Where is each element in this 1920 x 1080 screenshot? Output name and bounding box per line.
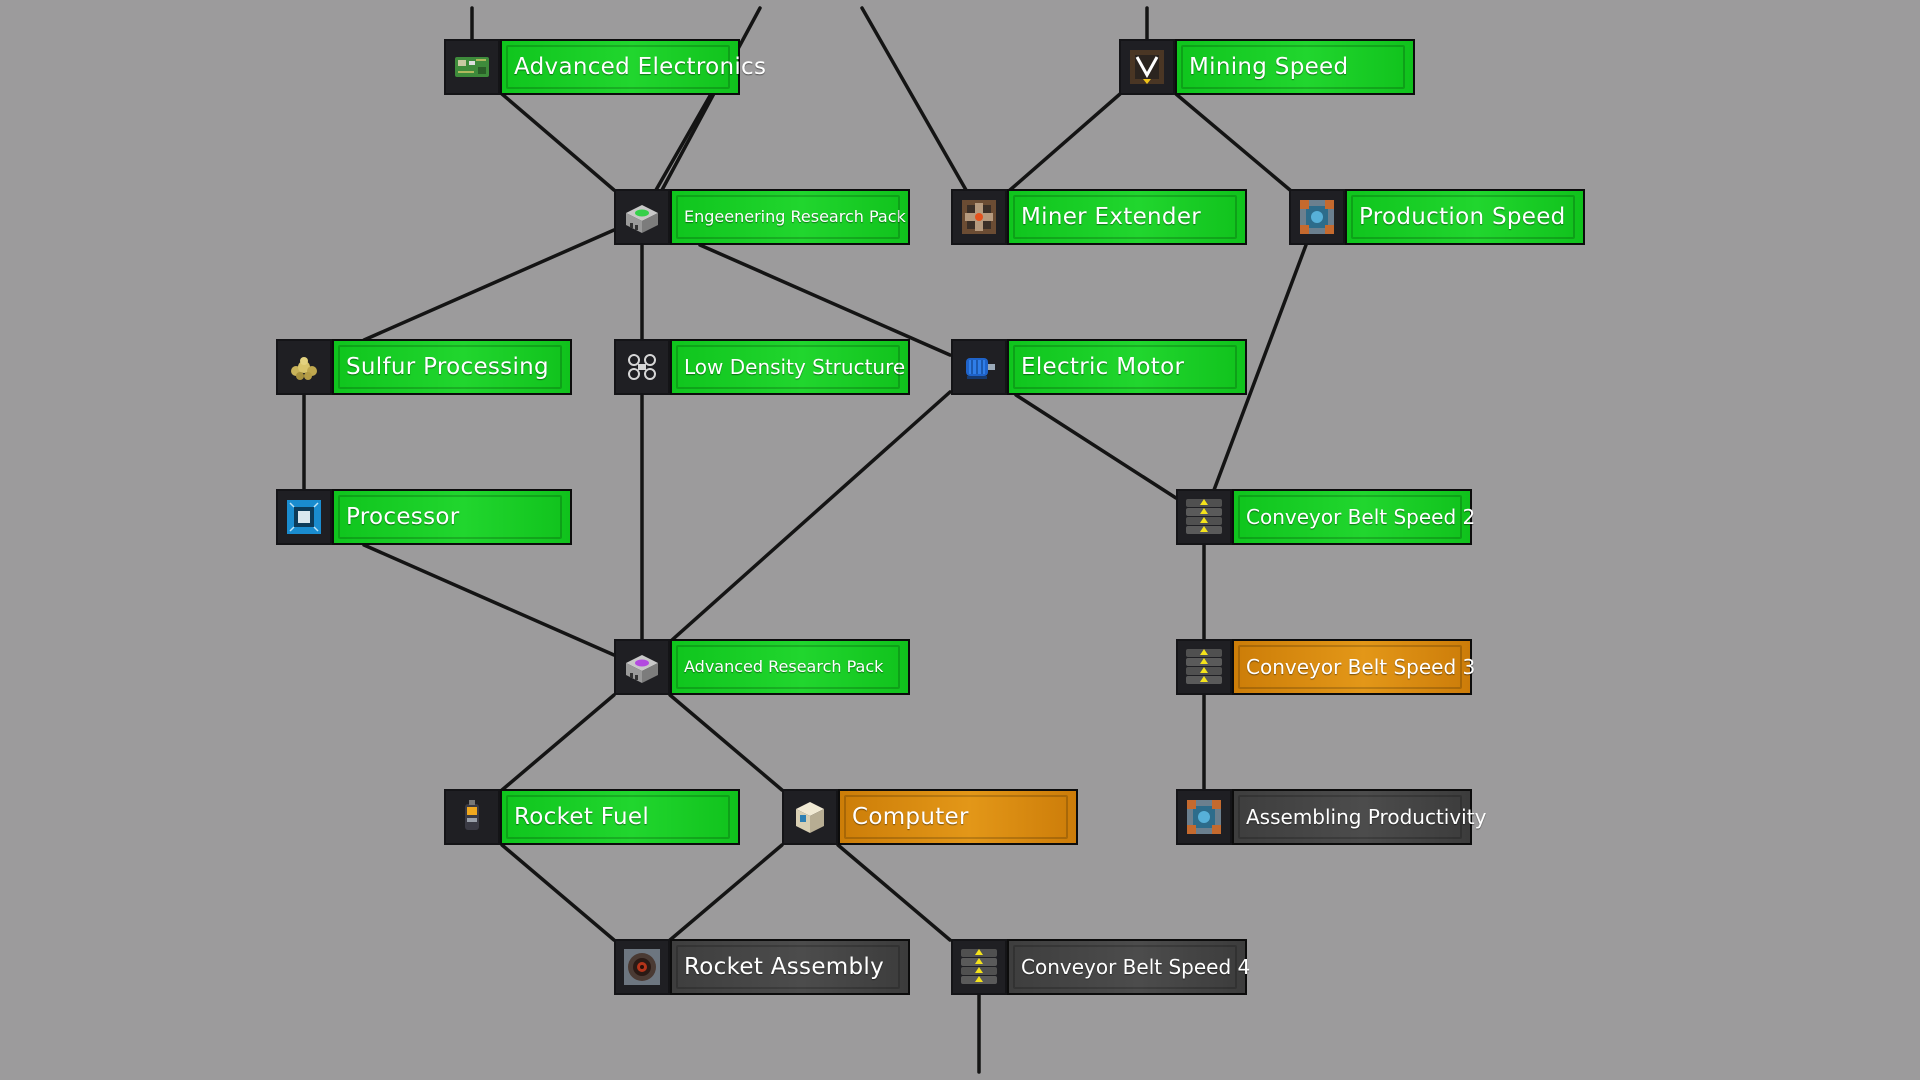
tech-label: Conveyor Belt Speed 2 — [1246, 505, 1476, 529]
tech-label: Electric Motor — [1021, 354, 1185, 380]
tech-label: Engeenering Research Pack — [684, 207, 906, 226]
computer-icon — [782, 789, 838, 845]
tech-node-rocket-assembly[interactable]: Rocket Assembly — [614, 939, 910, 995]
edge-production-speed-belt-2 — [1212, 243, 1308, 492]
rocket-engine-icon — [614, 939, 670, 995]
tech-label: Sulfur Processing — [346, 354, 549, 380]
tech-label: Rocket Fuel — [514, 804, 650, 830]
edge-electric-motor-belt-2 — [1014, 393, 1178, 500]
edge-adv-pack-computer — [668, 693, 784, 792]
tech-label: Computer — [852, 804, 969, 830]
tech-label: Assembling Productivity — [1246, 805, 1487, 829]
tech-node-miner-extender[interactable]: Miner Extender — [951, 189, 1247, 245]
electric-motor-icon — [951, 339, 1007, 395]
research-pack-purple-icon — [614, 639, 670, 695]
edge-offscreen-miner-extender — [860, 6, 968, 192]
edge-mining-speed-production-speed — [1174, 92, 1292, 192]
tech-node-computer[interactable]: Computer — [782, 789, 1078, 845]
edge-mining-speed-miner-extender — [1008, 92, 1122, 192]
conveyor-belt-icon — [1176, 489, 1232, 545]
conveyor-belt-icon — [1176, 639, 1232, 695]
tech-label: Miner Extender — [1021, 204, 1202, 230]
tech-label: Rocket Assembly — [684, 954, 884, 980]
tech-label: Conveyor Belt Speed 3 — [1246, 655, 1476, 679]
edge-computer-belt-4 — [836, 843, 952, 942]
tech-label: Processor — [346, 504, 460, 530]
edge-processor-adv-pack — [362, 543, 616, 657]
sulfur-icon — [276, 339, 332, 395]
tech-node-engineering-research-pack[interactable]: Engeenering Research Pack — [614, 189, 910, 245]
rocket-fuel-icon — [444, 789, 500, 845]
edge-offscreen-top-1 — [660, 6, 762, 192]
miner-extender-icon — [951, 189, 1007, 245]
edge-rocket-fuel-rocket-assembly — [500, 843, 616, 942]
edge-computer-rocket-assembly — [668, 843, 784, 942]
tech-node-mining-speed[interactable]: Mining Speed — [1119, 39, 1415, 95]
edge-electric-motor-adv-pack — [670, 390, 952, 642]
tech-node-rocket-fuel[interactable]: Rocket Fuel — [444, 789, 740, 845]
tech-node-production-speed[interactable]: Production Speed — [1289, 189, 1585, 245]
tech-node-conveyor-belt-speed-4[interactable]: Conveyor Belt Speed 4 — [951, 939, 1251, 995]
tech-node-conveyor-belt-speed-3[interactable]: Conveyor Belt Speed 3 — [1176, 639, 1476, 695]
tech-label: Conveyor Belt Speed 4 — [1021, 955, 1251, 979]
tech-node-low-density-structure[interactable]: Low Density Structure — [614, 339, 910, 395]
tech-label: Advanced Electronics — [514, 54, 767, 80]
processor-chip-icon — [276, 489, 332, 545]
conveyor-belt-icon — [951, 939, 1007, 995]
research-pack-green-icon — [614, 189, 670, 245]
edge-adv-electronics-eng-pack — [500, 92, 616, 192]
edge-adv-electronics-eng-pack-2 — [654, 92, 713, 192]
edge-eng-pack-electric-motor — [698, 243, 952, 357]
tech-node-sulfur-processing[interactable]: Sulfur Processing — [276, 339, 572, 395]
tech-node-processor[interactable]: Processor — [276, 489, 572, 545]
tech-label: Mining Speed — [1189, 54, 1349, 80]
drill-icon — [1119, 39, 1175, 95]
edge-adv-pack-rocket-fuel — [500, 693, 616, 792]
edge-eng-pack-sulfur — [362, 228, 616, 342]
module-icon — [1289, 189, 1345, 245]
tech-label: Production Speed — [1359, 204, 1566, 230]
tech-node-electric-motor[interactable]: Electric Motor — [951, 339, 1247, 395]
tech-node-advanced-research-pack[interactable]: Advanced Research Pack — [614, 639, 910, 695]
circuit-board-icon — [444, 39, 500, 95]
tech-label: Advanced Research Pack — [684, 657, 884, 676]
module-icon — [1176, 789, 1232, 845]
tech-node-assembling-productivity[interactable]: Assembling Productivity — [1176, 789, 1486, 845]
tech-node-conveyor-belt-speed-2[interactable]: Conveyor Belt Speed 2 — [1176, 489, 1476, 545]
tech-label: Low Density Structure — [684, 355, 906, 379]
drone-icon — [614, 339, 670, 395]
tech-node-advanced-electronics[interactable]: Advanced Electronics — [444, 39, 766, 95]
